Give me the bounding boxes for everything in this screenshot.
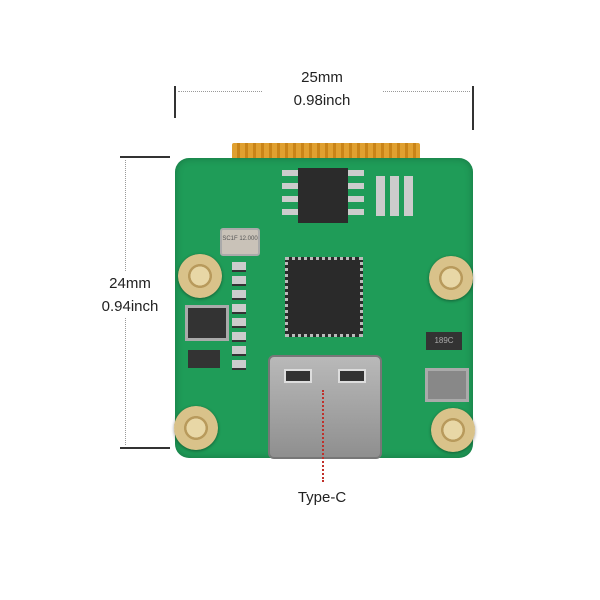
height-mm: 24mm [109, 275, 151, 292]
flash-chip-pins-right [348, 170, 364, 220]
crystal-oscillator: SC1F 12.000 [220, 228, 260, 256]
inductor-right [425, 368, 469, 402]
main-controller-chip [285, 257, 363, 337]
type-c-callout-line [322, 390, 324, 482]
height-inch: 0.94inch [101, 298, 159, 315]
standoff-bottom-right [431, 408, 475, 452]
width-label: 25mm 0.98inch [262, 66, 382, 112]
inductor-left [185, 305, 229, 341]
regulator-right: 189C [426, 332, 462, 350]
width-inch: 0.98inch [293, 92, 351, 109]
standoff-bottom-left [174, 406, 218, 450]
standoff-top-right [429, 256, 473, 300]
height-label: 24mm 0.94inch [80, 272, 180, 318]
type-c-label: Type-C [297, 489, 347, 506]
width-mm: 25mm [301, 69, 343, 86]
width-dimension-left-tick [174, 86, 176, 118]
standoff-top-left [178, 254, 222, 298]
regulator-left [188, 350, 220, 368]
width-dimension-right-tick [472, 86, 474, 130]
passive-group-top-right [376, 176, 418, 216]
flash-chip-pins-left [282, 170, 298, 220]
passive-column [232, 262, 246, 372]
flash-chip [298, 168, 348, 223]
height-dimension-top-tick [120, 156, 170, 158]
usb-type-c-port[interactable] [268, 355, 382, 459]
usb-latch-left [284, 369, 312, 383]
usb-latch-right [338, 369, 366, 383]
height-dimension-bottom-tick [120, 447, 170, 449]
